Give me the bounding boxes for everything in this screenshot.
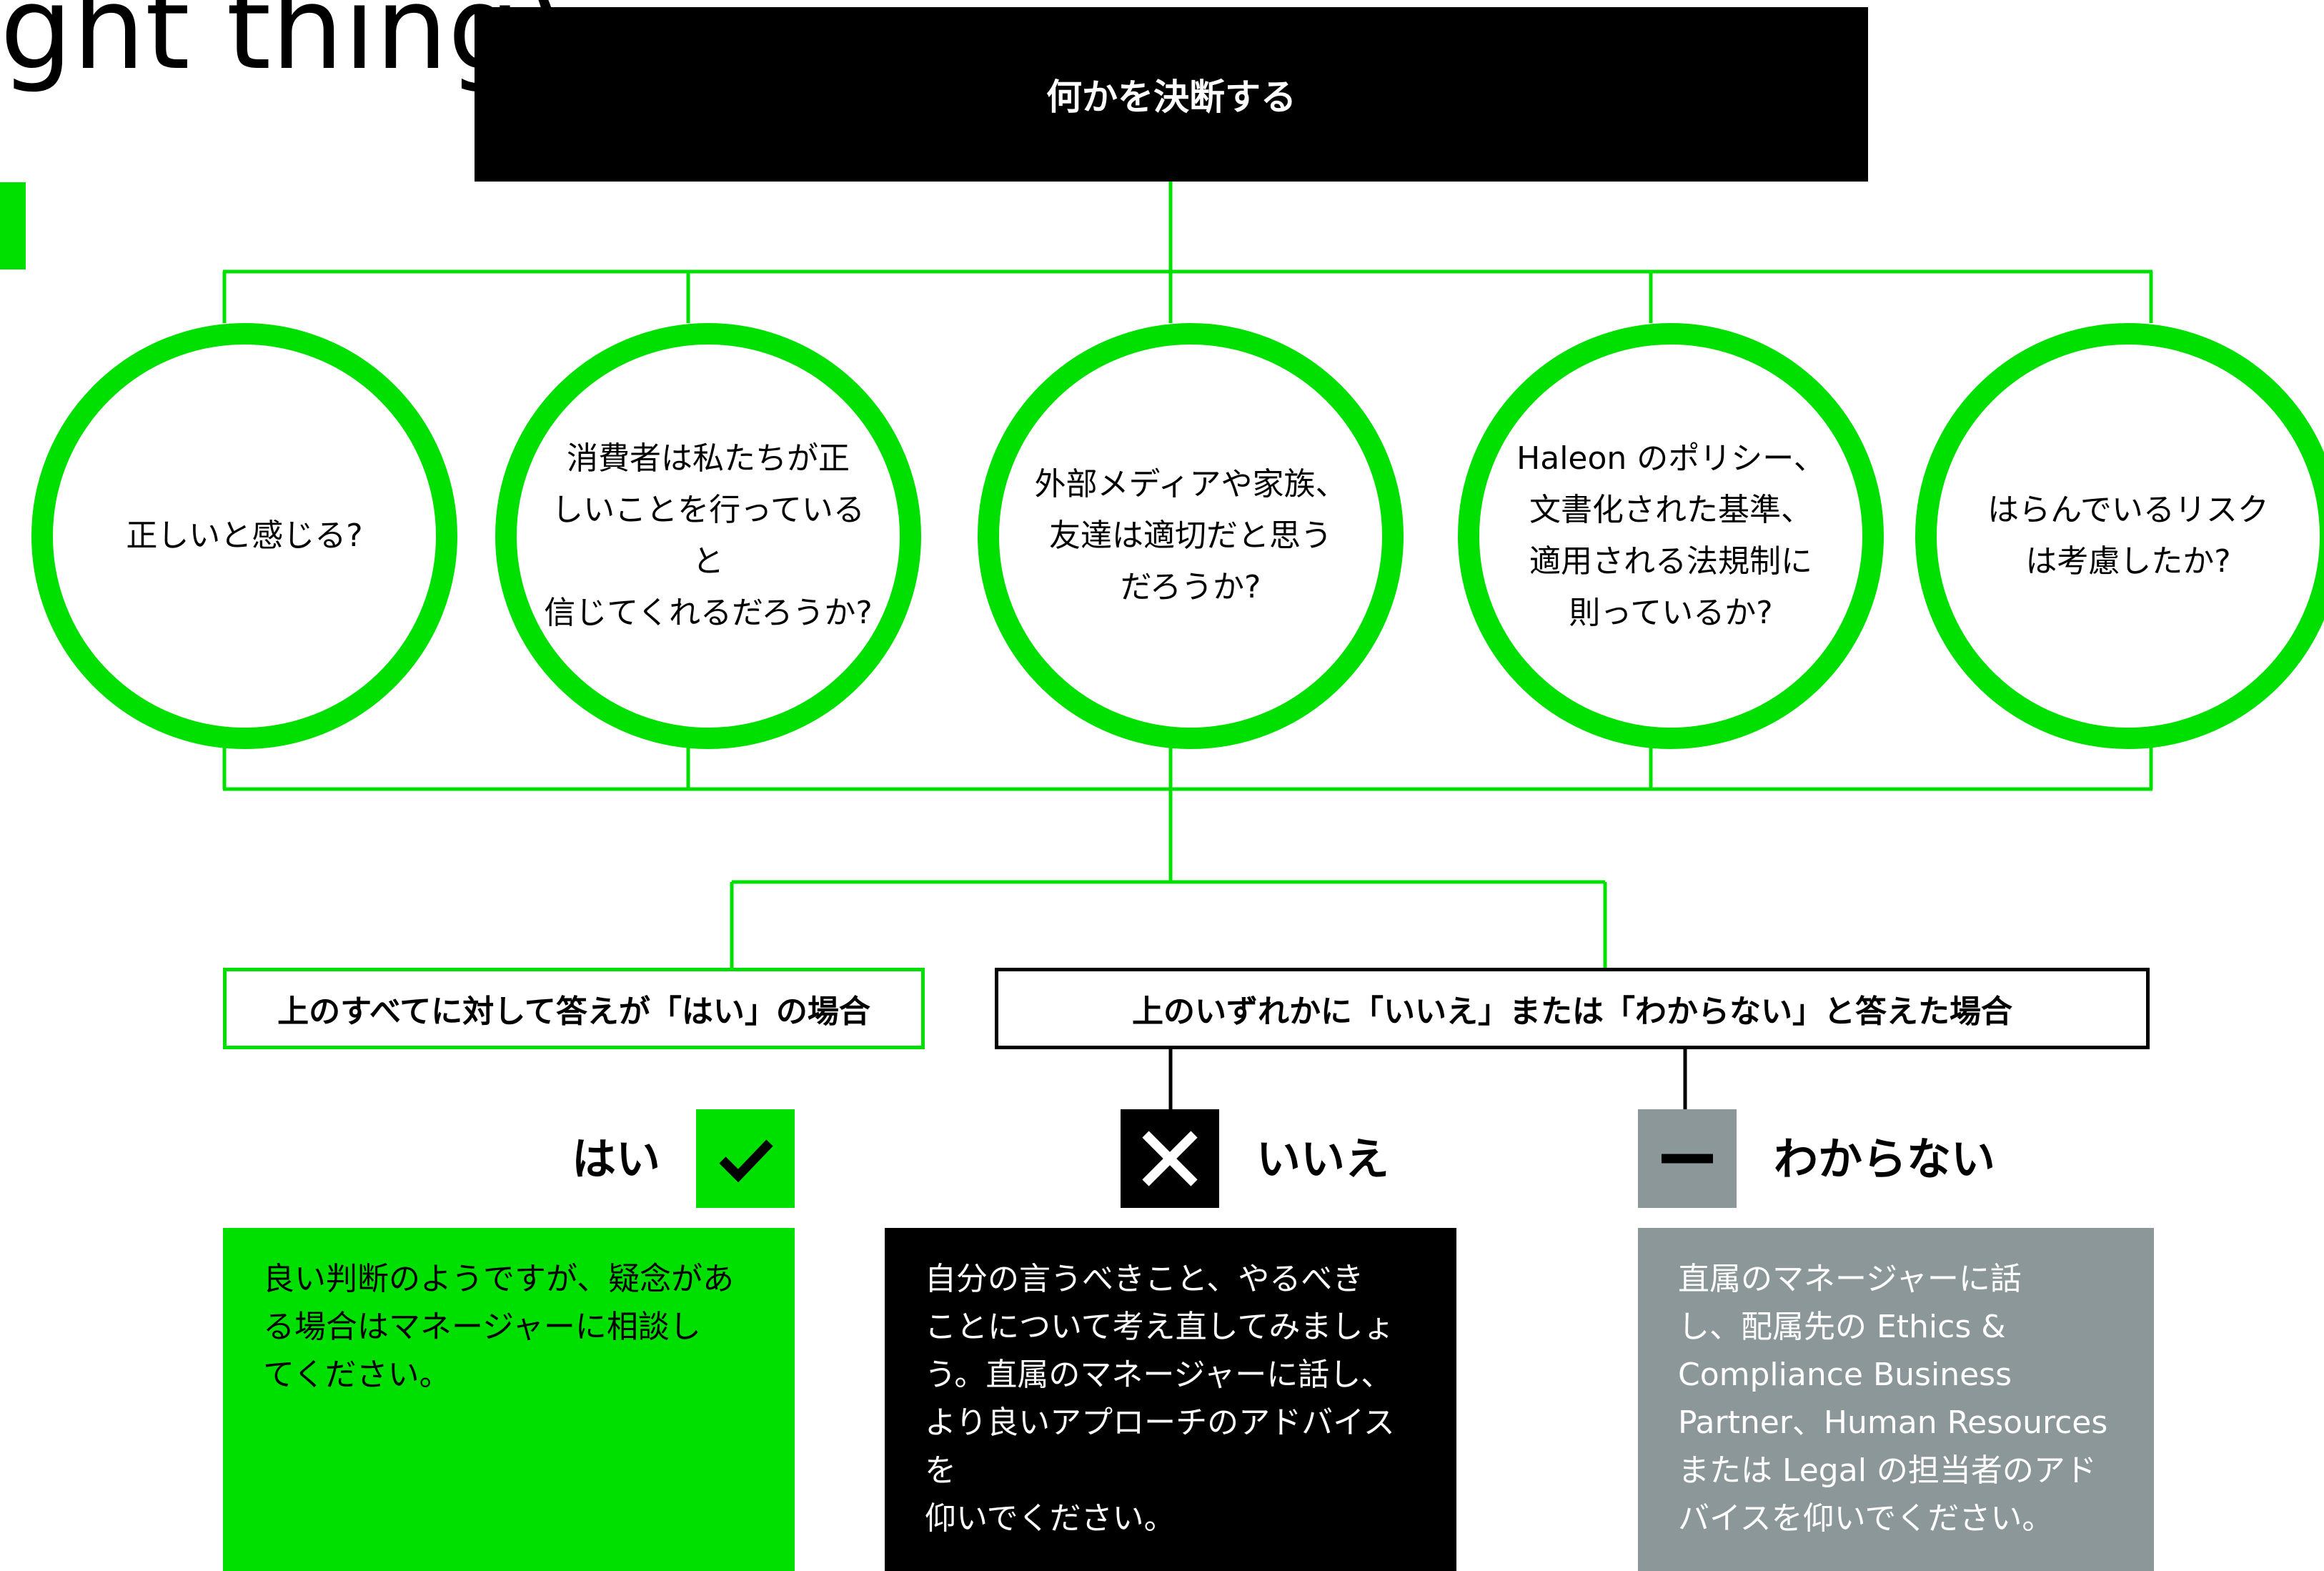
question-text: 正しいと感じる? <box>126 517 363 554</box>
outcome-no-label: いいえ <box>1256 1133 1390 1185</box>
question-circle-policy-compliance: Haleon のポリシー、 文書化された基準、 適用される法規制に 則っているか… <box>1458 323 1884 749</box>
question-text: Haleon のポリシー、 文書化された基準、 適用される法規制に 則っているか… <box>1516 440 1825 631</box>
question-circle-feel-right: 正しいと感じる? <box>31 323 457 749</box>
condition-any-no: 上のいずれかに「いいえ」または「わからない」と答えた場合 <box>995 968 2150 1049</box>
question-text: 消費者は私たちが正 しいことを行っていると 信じてくれるだろうか? <box>544 440 873 631</box>
minus-icon <box>1638 1109 1737 1208</box>
advice-no: 自分の言うべきこと、やるべき ことについて考え直してみましょ う。直属のマネージ… <box>885 1228 1456 1571</box>
question-circle-media-family: 外部メディアや家族、 友達は適切だと思う だろうか? <box>978 323 1404 749</box>
advice-yes: 良い判断のようですが、疑念があ る場合はマネージャーに相談し てください。 <box>223 1228 795 1571</box>
cross-icon <box>1121 1109 1219 1208</box>
check-icon <box>696 1109 795 1208</box>
condition-all-yes-label: 上のすべてに対して答えが「はい」の場合 <box>277 993 870 1030</box>
advice-unsure: 直属のマネージャーに話 し、配属先の Ethics & Compliance B… <box>1638 1228 2154 1571</box>
question-circle-consumer-trust: 消費者は私たちが正 しいことを行っていると 信じてくれるだろうか? <box>495 323 921 749</box>
accent-bar <box>0 182 26 269</box>
page-title-fragment: ght thing) <box>0 0 565 95</box>
condition-all-yes: 上のすべてに対して答えが「はい」の場合 <box>223 968 925 1049</box>
question-text: はらんでいるリスク は考慮したか? <box>1987 492 2269 580</box>
question-circle-risk: はらんでいるリスク は考慮したか? <box>1915 323 2324 749</box>
decision-box: 何かを決断する <box>475 7 1868 182</box>
question-text: 外部メディアや家族、 友達は適切だと思う だろうか? <box>1034 466 1347 605</box>
decision-label: 何かを決断する <box>1046 76 1296 118</box>
outcome-yes-label: はい <box>572 1133 661 1185</box>
outcome-unsure-label: わからない <box>1774 1133 1996 1185</box>
condition-any-no-label: 上のいずれかに「いいえ」または「わからない」と答えた場合 <box>1132 993 2012 1030</box>
